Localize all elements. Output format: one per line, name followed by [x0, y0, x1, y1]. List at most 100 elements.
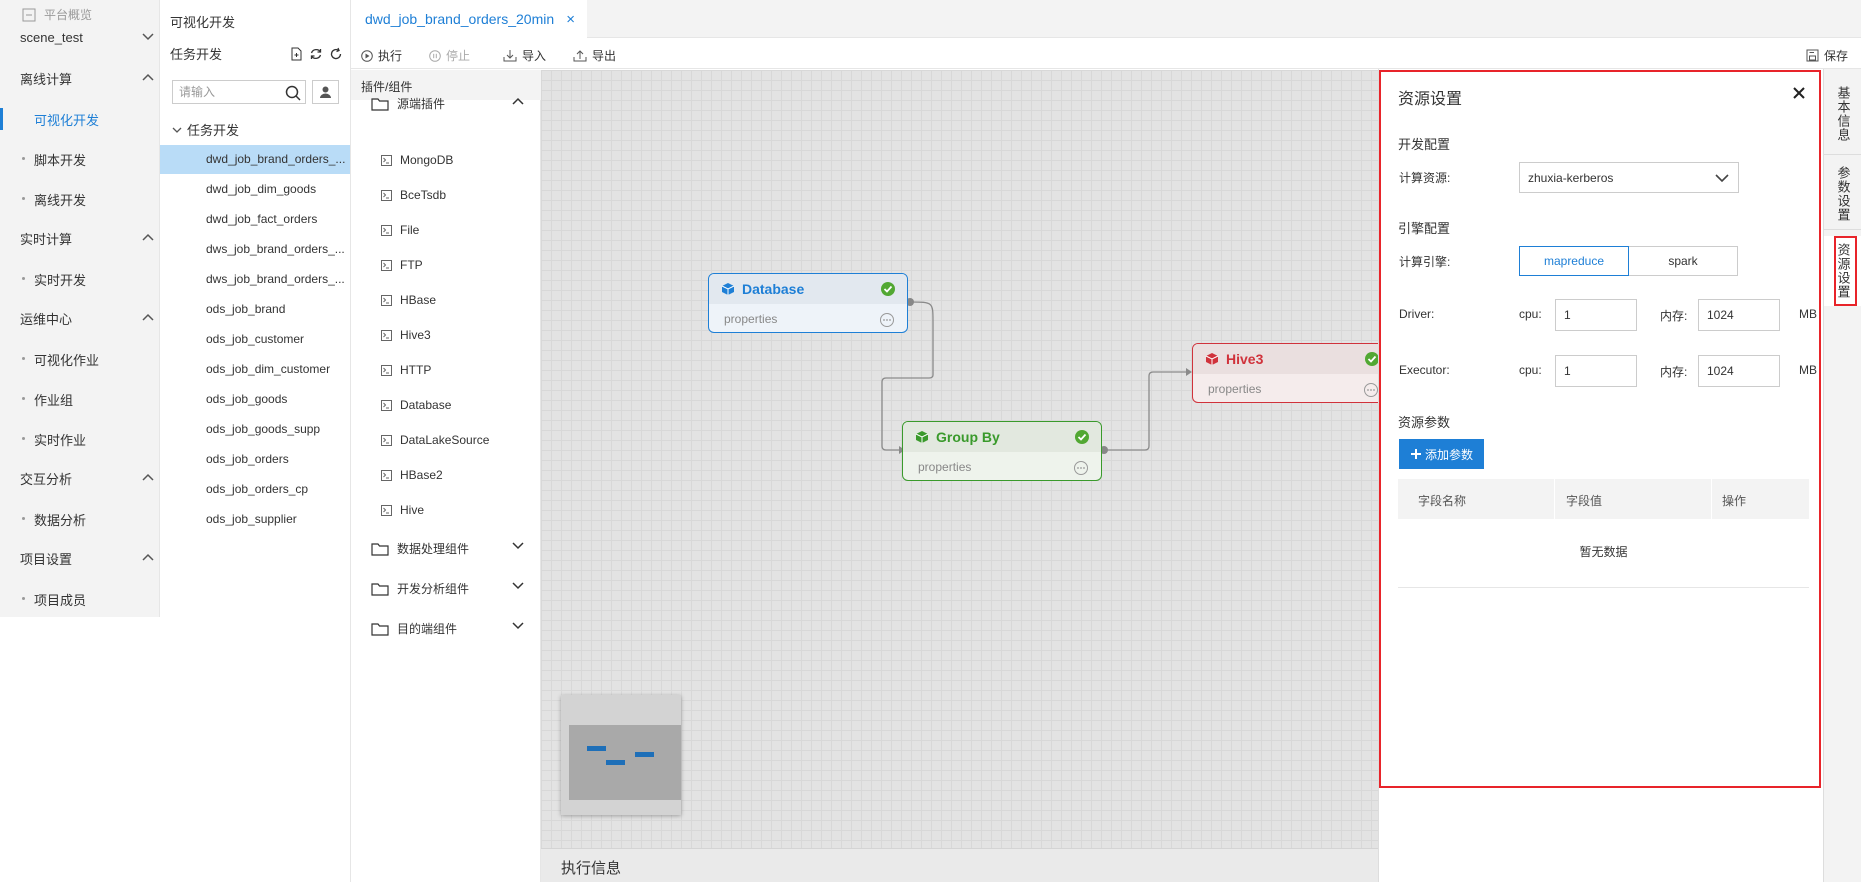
platform-overview-link[interactable]: 平台概览	[22, 6, 92, 23]
plugin-icon	[381, 434, 392, 446]
driver-cpu-input[interactable]: 1	[1555, 299, 1637, 331]
palette-item-hive3[interactable]: Hive3	[381, 328, 431, 342]
tree-item[interactable]: dws_job_brand_orders_...	[206, 272, 345, 286]
palette-item-label: DataLakeSource	[400, 433, 490, 447]
engine-option-mapreduce[interactable]: mapreduce	[1519, 246, 1629, 276]
tree-root-folder[interactable]: 任务开发	[172, 120, 239, 139]
node-properties: properties	[1208, 382, 1262, 396]
tree-item[interactable]: dws_job_brand_orders_...	[206, 242, 345, 256]
nav-item-offline-dev[interactable]: 离线开发	[21, 190, 86, 209]
tab-param-settings[interactable]: 参数设置	[1835, 166, 1851, 222]
add-param-button[interactable]: 添加参数	[1399, 439, 1484, 469]
node-groupby[interactable]: Group By properties	[902, 421, 1102, 481]
sync-icon[interactable]	[309, 47, 323, 61]
minimap[interactable]	[561, 695, 681, 815]
executor-cpu-input[interactable]: 1	[1555, 355, 1637, 387]
panel-title: 资源设置	[1398, 91, 1463, 108]
nav-item-project-members[interactable]: 项目成员	[21, 590, 86, 609]
chevron-up-icon	[142, 313, 154, 321]
palette-item-hbase[interactable]: HBase	[381, 293, 436, 307]
refresh-icon[interactable]	[329, 47, 343, 61]
check-circle-icon	[1075, 430, 1089, 444]
tree-item[interactable]: dwd_job_brand_orders_...	[206, 152, 346, 166]
folder-icon	[371, 542, 389, 556]
edge-groupby-hive3	[1104, 371, 1186, 451]
palette-item-datalakesource[interactable]: DataLakeSource	[381, 433, 489, 447]
component-palette: 插件/组件 源端插件 MongoDB BceTsdb File FTP HBas…	[351, 70, 541, 882]
executor-mem-input[interactable]: 1024	[1698, 355, 1780, 387]
palette-group-analysis[interactable]: 开发分析组件	[371, 580, 524, 597]
driver-mem-input[interactable]: 1024	[1698, 299, 1780, 331]
tree-search-input[interactable]: 请输入	[172, 80, 306, 104]
nav-section-offline[interactable]: 离线计算	[20, 69, 155, 88]
node-hive3[interactable]: Hive3 properties	[1192, 343, 1392, 403]
palette-item-hbase2[interactable]: HBase2	[381, 468, 443, 482]
tree-item[interactable]: dwd_job_dim_goods	[206, 182, 317, 196]
palette-item-http[interactable]: HTTP	[381, 363, 431, 377]
project-selector[interactable]: scene_test	[20, 30, 155, 45]
palette-group-processing[interactable]: 数据处理组件	[371, 540, 524, 557]
compute-resource-select[interactable]: zhuxia-kerberos	[1519, 162, 1739, 193]
minimap-viewport[interactable]	[569, 725, 681, 800]
flow-canvas[interactable]: Database properties Group By properties …	[541, 70, 1392, 848]
engine-option-spark[interactable]: spark	[1628, 246, 1738, 276]
palette-item-bcetsdb[interactable]: BceTsdb	[381, 188, 446, 202]
tree-item[interactable]: ods_job_customer	[206, 332, 305, 346]
palette-group-source[interactable]: 源端插件	[371, 95, 524, 112]
palette-item-mongodb[interactable]: MongoDB	[381, 153, 453, 167]
nav-section-realtime[interactable]: 实时计算	[20, 229, 155, 248]
tab-bar: dwd_job_brand_orders_20min ×	[351, 0, 1861, 39]
nav-section-project-settings[interactable]: 项目设置	[20, 549, 155, 568]
user-filter-button[interactable]	[312, 80, 339, 104]
search-icon[interactable]	[285, 85, 301, 101]
stop-button[interactable]: 停止	[429, 47, 470, 64]
palette-item-file[interactable]: File	[381, 223, 419, 237]
tree-item[interactable]: ods_job_orders	[206, 452, 289, 466]
edge-database-groupby	[881, 301, 934, 451]
stop-label: 停止	[446, 49, 471, 63]
driver-mem-unit: MB	[1799, 307, 1817, 321]
more-options-icon[interactable]	[1363, 382, 1379, 398]
tree-item[interactable]: ods_job_brand	[206, 302, 286, 316]
tree-item[interactable]: ods_job_orders_cp	[206, 482, 309, 496]
nav-item-realtime-jobs[interactable]: 实时作业	[21, 430, 86, 449]
tab-job[interactable]: dwd_job_brand_orders_20min ×	[351, 0, 587, 39]
run-button[interactable]: 执行	[361, 47, 402, 64]
download-icon	[503, 50, 517, 62]
tree-item[interactable]: ods_job_dim_customer	[206, 362, 331, 376]
more-options-icon[interactable]	[879, 312, 895, 328]
side-tabs: 基本信息 参数设置 资源设置	[1823, 69, 1861, 882]
plus-icon	[1410, 449, 1421, 459]
palette-group-sink[interactable]: 目的端组件	[371, 620, 524, 637]
palette-item-hive[interactable]: Hive	[381, 503, 424, 517]
palette-item-ftp[interactable]: FTP	[381, 258, 423, 272]
tree-item[interactable]: ods_job_supplier	[206, 512, 297, 526]
close-tab-icon[interactable]: ×	[566, 11, 575, 28]
tab-resource-settings[interactable]: 资源设置	[1824, 236, 1861, 306]
nav-item-visual-dev[interactable]: 可视化开发	[34, 113, 100, 128]
nav-item-data-analysis[interactable]: 数据分析	[21, 510, 86, 529]
plugin-icon	[381, 294, 392, 306]
import-button[interactable]: 导入	[503, 47, 546, 64]
nav-item-script-dev[interactable]: 脚本开发	[21, 150, 86, 169]
close-icon[interactable]	[1792, 86, 1806, 100]
nav-item-job-groups[interactable]: 作业组	[21, 390, 73, 409]
tree-item[interactable]: ods_job_goods_supp	[206, 422, 321, 436]
palette-item-label: Database	[400, 398, 452, 412]
nav-item-realtime-dev[interactable]: 实时开发	[21, 270, 86, 289]
palette-group-label: 开发分析组件	[397, 582, 470, 596]
nav-item-visual-jobs[interactable]: 可视化作业	[21, 350, 99, 369]
new-file-icon[interactable]	[289, 47, 303, 61]
tree-item[interactable]: ods_job_goods	[206, 392, 288, 406]
tab-basic-info[interactable]: 基本信息	[1835, 86, 1851, 142]
palette-item-database[interactable]: Database	[381, 398, 451, 412]
more-options-icon[interactable]	[1073, 460, 1089, 476]
export-button[interactable]: 导出	[573, 47, 616, 64]
nav-section-ops[interactable]: 运维中心	[20, 309, 155, 328]
node-database[interactable]: Database properties	[708, 273, 908, 333]
driver-cpu-label: cpu:	[1519, 307, 1542, 321]
resource-params-heading: 资源参数	[1398, 415, 1451, 430]
save-button[interactable]: 保存	[1806, 47, 1848, 64]
nav-section-interactive[interactable]: 交互分析	[20, 469, 155, 488]
tree-item[interactable]: dwd_job_fact_orders	[206, 212, 318, 226]
